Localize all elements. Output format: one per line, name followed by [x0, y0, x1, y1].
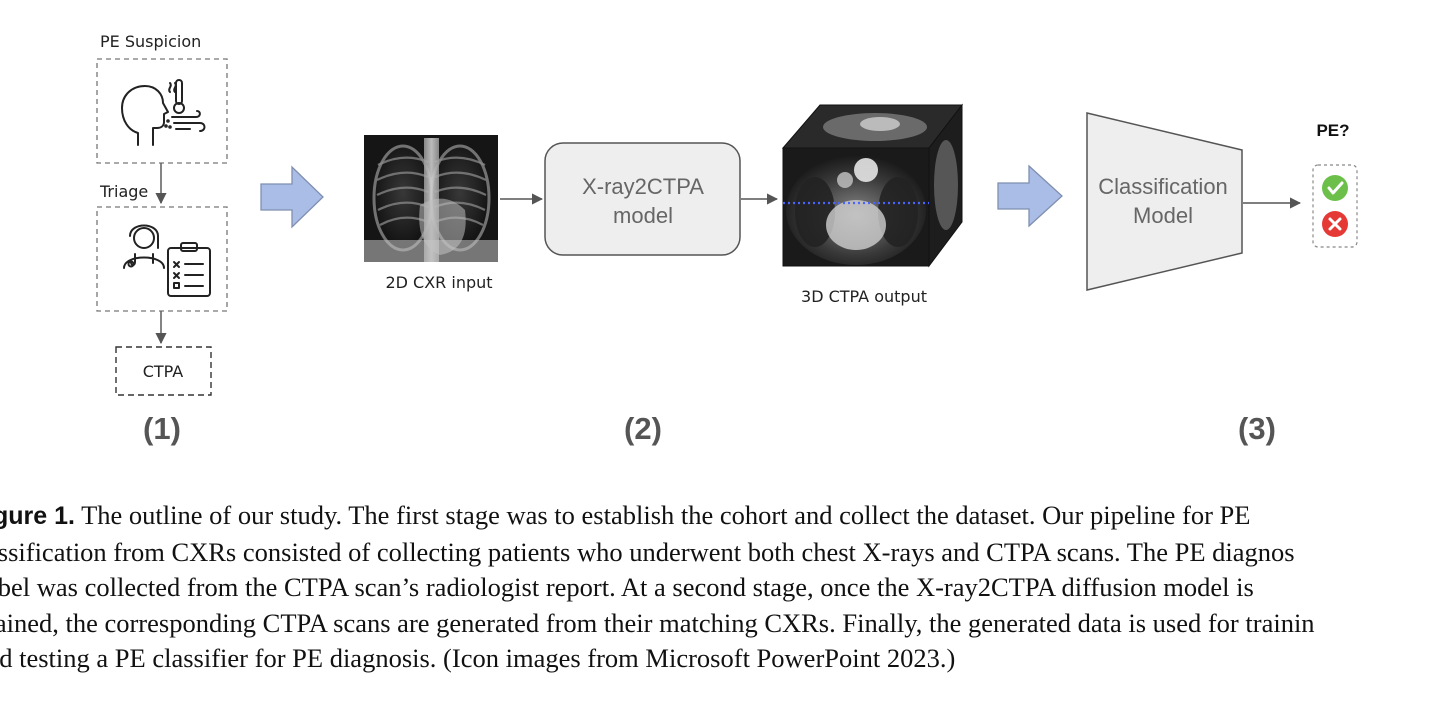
flow-arrow-1: [260, 165, 324, 229]
classification-model-trapezoid: [1086, 112, 1243, 291]
clipboard-icon: [167, 242, 211, 297]
study-outline-figure: PE Suspicion Triage CTPA (1): [96, 32, 1358, 446]
x-ray2ctpa-model-line1: X-ray2CTPA: [582, 174, 704, 199]
stage-3-number: (3): [1238, 411, 1276, 446]
check-icon: [1322, 175, 1348, 201]
triage-label: Triage: [99, 182, 148, 201]
caption-line-4: rained, the corresponding CTPA scans are…: [0, 607, 1315, 638]
doctor-icon: [123, 224, 165, 269]
caption-line-5: nd testing a PE classifier for PE diagno…: [0, 643, 956, 673]
pe-suspicion-box: [96, 58, 228, 164]
ctpa-label: CTPA: [143, 362, 184, 381]
classification-model-line1: Classification: [1098, 174, 1228, 199]
caption-line-3: abel was collected from the CTPA scan’s …: [0, 572, 1254, 602]
ctpa-output-label: 3D CTPA output: [801, 287, 927, 306]
cxr-image: [364, 135, 498, 262]
stage-1-number: (1): [143, 411, 181, 446]
triage-box: [96, 206, 228, 312]
figure-caption: igure 1. The outline of our study. The f…: [0, 498, 1452, 677]
pe-question-label: PE?: [1316, 121, 1349, 140]
caption-line-1-text: The outline of our study. The first stag…: [74, 500, 1251, 530]
cxr-input-label: 2D CXR input: [385, 273, 492, 292]
sick-patient-icon: [121, 79, 206, 146]
pe-output-box: [1312, 164, 1358, 248]
cross-icon: [1322, 211, 1348, 237]
stage-2-number: (2): [624, 411, 662, 446]
ctpa-volume-cube: [781, 103, 964, 268]
caption-line-1: igure 1. The outline of our study. The f…: [0, 498, 1452, 535]
x-ray2ctpa-model-line2: model: [613, 203, 673, 228]
caption-line-2: assification from CXRs consisted of coll…: [0, 536, 1295, 567]
classification-model-line2: Model: [1133, 203, 1193, 228]
pe-suspicion-label: PE Suspicion: [100, 32, 201, 51]
ctpa-box: [115, 346, 212, 396]
flow-arrow-2: [997, 164, 1063, 228]
caption-figure-label: igure 1.: [0, 502, 75, 530]
x-ray2ctpa-model-box: [544, 142, 741, 256]
